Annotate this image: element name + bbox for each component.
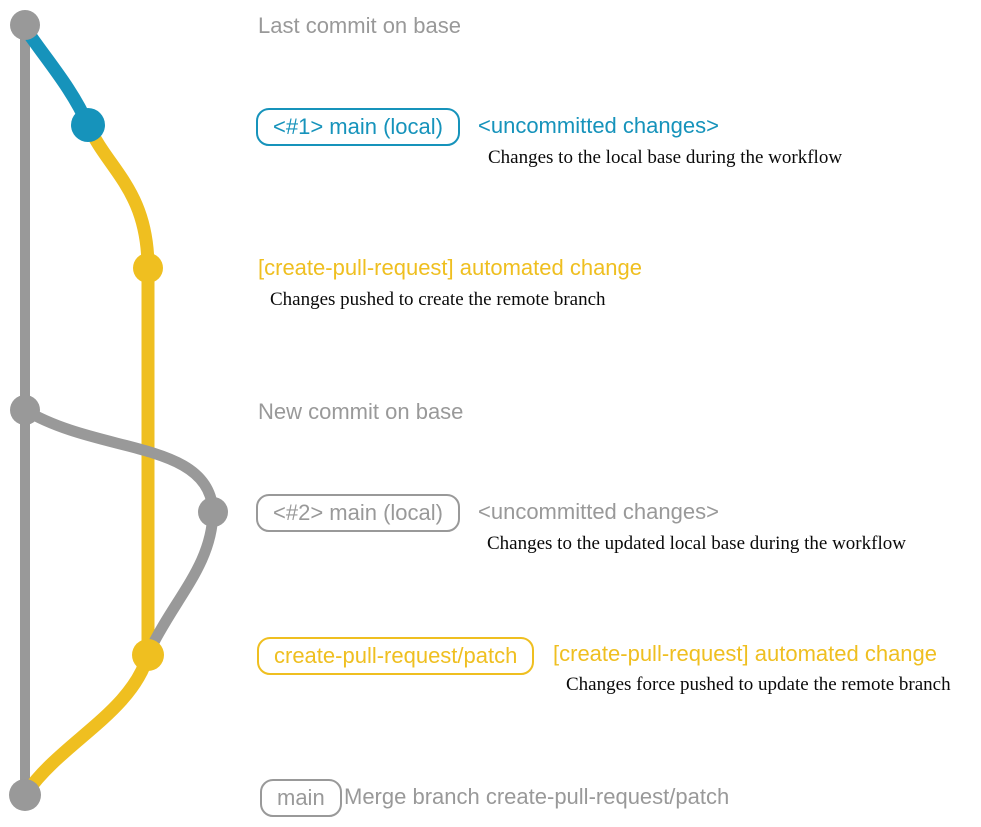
automated-change-2-label: [create-pull-request] automated change: [553, 641, 938, 666]
commit-node-uncommitted-2: [198, 497, 228, 527]
branch-main-local2-curve-bottom: [144, 506, 219, 656]
uncommitted-changes-2-caption: Changes to the updated local base during…: [487, 533, 906, 554]
merge-commit-label: Merge branch create-pull-request/patch: [344, 784, 730, 809]
branch-badge-main: main: [260, 779, 342, 817]
branch-badge-patch: create-pull-request/patch: [257, 637, 535, 675]
commit-node-new-base-commit: [10, 395, 40, 425]
automated-change-2-caption: Changes force pushed to update the remot…: [566, 674, 951, 695]
branch-badge-main-local-1: <#1> main (local): [256, 108, 460, 146]
branch-badge-main-local-2: <#2> main (local): [256, 494, 460, 532]
commit-node-uncommitted-1: [71, 108, 105, 142]
commit-node-merge-commit: [9, 779, 41, 811]
commit-node-last-base-commit: [10, 10, 40, 40]
commit-node-automated-change-2: [132, 639, 164, 671]
new-commit-label: New commit on base: [258, 399, 464, 424]
branch-patch-curve-bottom: [20, 648, 155, 799]
branch-main-local2-curve-top: [19, 404, 219, 518]
last-commit-label: Last commit on base: [258, 13, 461, 38]
automated-change-1-label: [create-pull-request] automated change: [258, 255, 643, 280]
uncommitted-changes-1-label: <uncommitted changes>: [478, 113, 719, 138]
uncommitted-changes-1-caption: Changes to the local base during the wor…: [488, 147, 843, 168]
uncommitted-changes-2-label: <uncommitted changes>: [478, 499, 719, 524]
automated-change-1-caption: Changes pushed to create the remote bran…: [270, 289, 606, 310]
branch-patch-curve-top: [81, 118, 155, 275]
branch-main-local-curve: [18, 21, 95, 132]
commit-node-automated-change-1: [133, 253, 163, 283]
